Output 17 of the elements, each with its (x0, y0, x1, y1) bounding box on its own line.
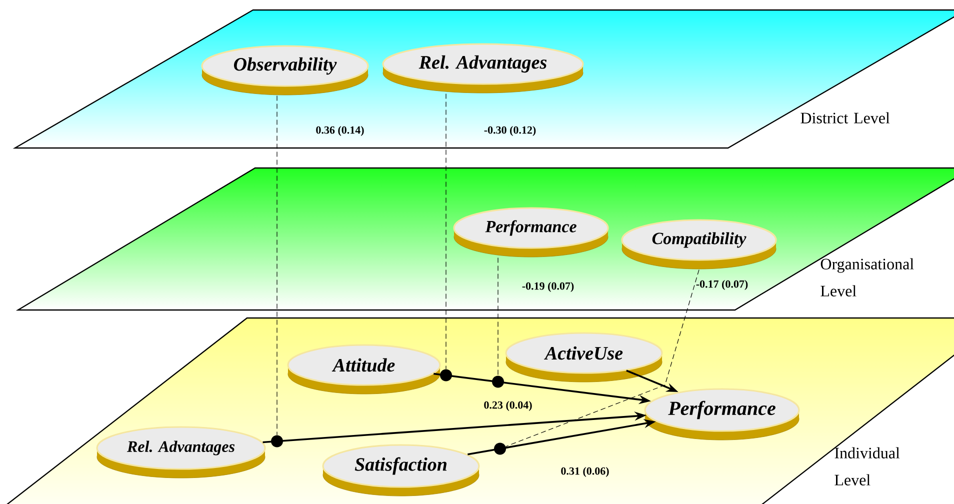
edge-label: 0.36 (0.14) (316, 126, 364, 136)
edge-label: -0.19 (0.07) (522, 282, 574, 292)
junction-dot (492, 376, 504, 388)
connector-line (276, 96, 278, 436)
junction-dot (494, 442, 506, 455)
edge-label: 0.23 (0.04) (484, 401, 532, 411)
connector-line (506, 270, 700, 447)
junction-dot (440, 369, 452, 382)
level-plane (12, 9, 954, 149)
junction-dot (271, 435, 283, 448)
edge-label: 0.31 (0.06) (561, 467, 609, 477)
edge-label: -0.30 (0.12) (484, 126, 536, 136)
level-plane (16, 167, 954, 311)
level-label: Organisational Level (820, 258, 914, 296)
level-label: Individual Level (834, 447, 900, 486)
level-label: District Level (800, 112, 890, 124)
edge-label: -0.17 (0.07) (696, 280, 748, 290)
